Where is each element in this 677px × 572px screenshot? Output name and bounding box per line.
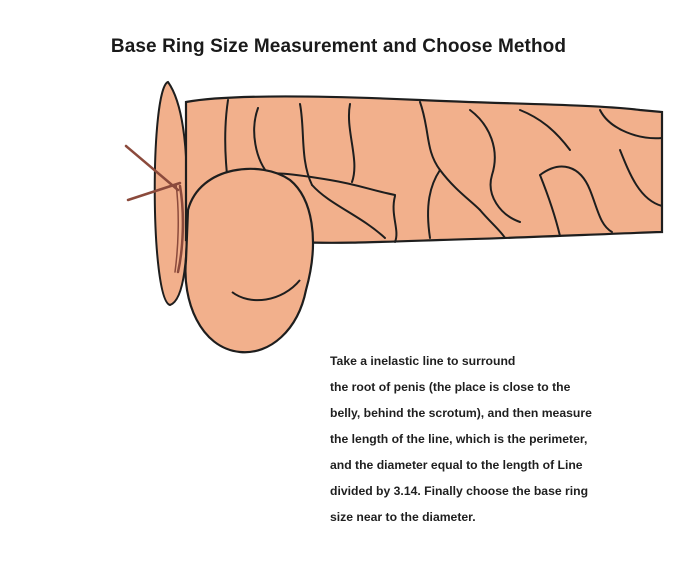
instruction-line: the length of the line, which is the per… bbox=[330, 432, 588, 446]
instruction-line: and the diameter equal to the length of … bbox=[330, 458, 583, 472]
instructions-text: Take a inelastic line to surround the ro… bbox=[330, 348, 670, 530]
instruction-line: Take a inelastic line to surround bbox=[330, 354, 516, 368]
instruction-line: size near to the diameter. bbox=[330, 510, 476, 524]
instruction-line: the root of penis (the place is close to… bbox=[330, 380, 571, 394]
measuring-cord bbox=[124, 144, 185, 274]
instruction-line: belly, behind the scrotum), and then mea… bbox=[330, 406, 592, 420]
instruction-line: divided by 3.14. Finally choose the base… bbox=[330, 484, 589, 498]
scrotum bbox=[184, 167, 315, 354]
diagram-title: Base Ring Size Measurement and Choose Me… bbox=[110, 36, 567, 57]
